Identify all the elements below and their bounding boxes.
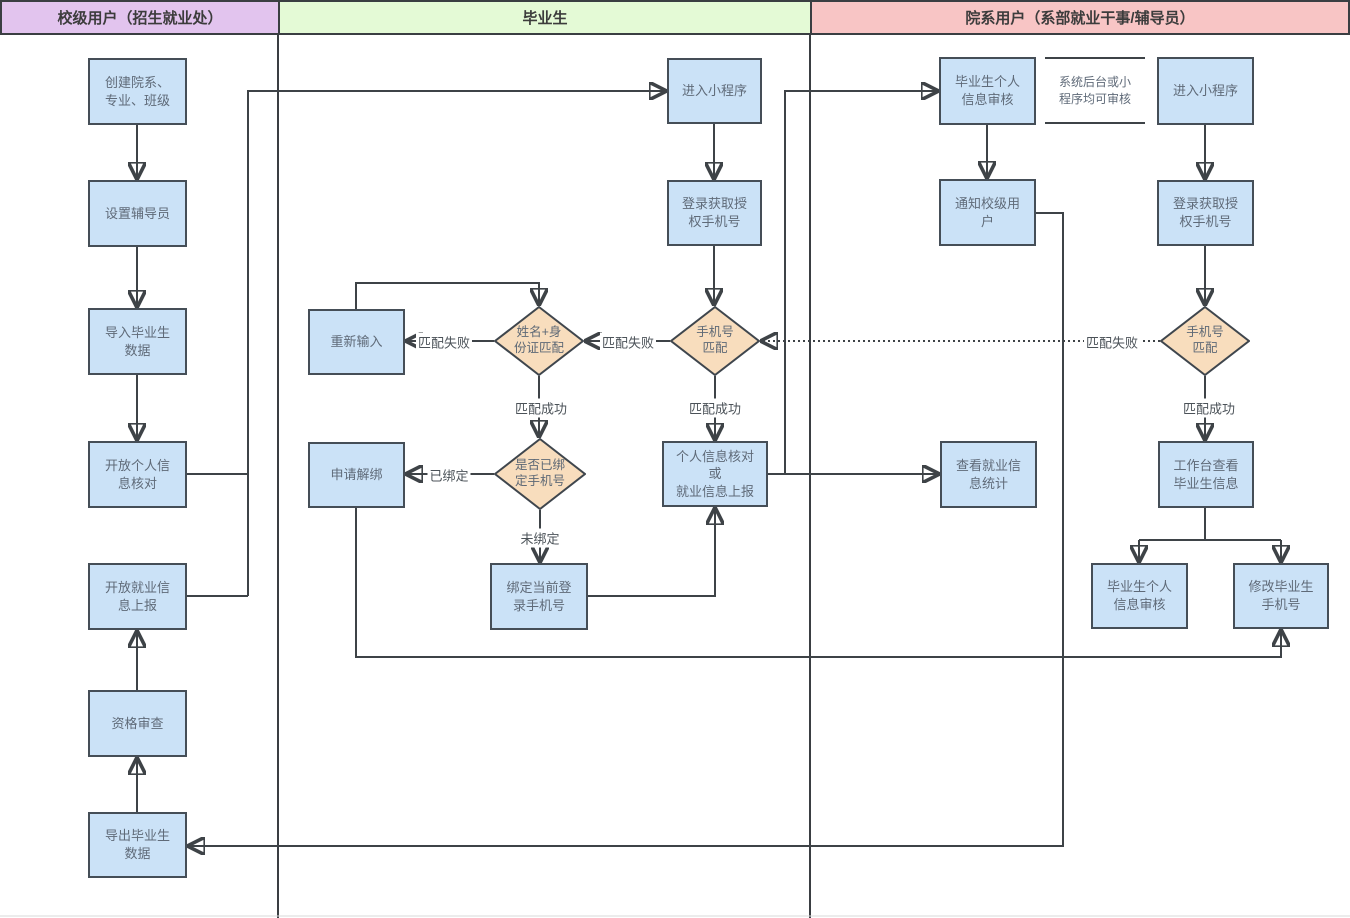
node-export-students-label: 导出毕业生 数据: [104, 828, 170, 861]
edge-label-phone-dept-fail: 匹配失败: [1083, 332, 1141, 352]
node-qualification-review: 资格审查: [88, 690, 187, 757]
node-phone-match-dept: 手机号 匹配: [1160, 306, 1250, 376]
node-info-check-or-report-label: 个人信息核对 或 就业信息上报: [675, 448, 754, 499]
node-workbench-view-label: 工作台查看 毕业生信息: [1173, 457, 1239, 491]
node-re-enter-label: 重新输入: [330, 334, 383, 350]
node-re-enter: 重新输入: [308, 309, 405, 375]
node-enter-mini-dept-label: 进入小程序: [1172, 83, 1238, 99]
node-open-job-report: 开放就业信 息上报: [88, 563, 187, 630]
edge-bindphone-to-infocheck: [588, 509, 715, 597]
node-phone-match-student: 手机号 匹配: [670, 306, 760, 376]
node-enter-mini-student: 进入小程序: [667, 58, 762, 124]
node-bind-phone-label: 绑定当前登 录手机号: [506, 579, 572, 613]
edge-unbind-to-modifyphone: [355, 508, 1281, 658]
node-student-audit-bottom-label: 毕业生个人 信息审核: [1106, 579, 1172, 612]
node-login-phone-student: 登录获取授 权手机号: [667, 180, 762, 246]
node-phone-match-dept-label: 手机号 匹配: [1186, 325, 1224, 355]
node-enter-mini-student-label: 进入小程序: [681, 83, 747, 99]
node-bind-phone: 绑定当前登 录手机号: [490, 563, 588, 630]
node-notify-school-user-label: 通知校级用 户: [954, 195, 1020, 229]
node-student-audit-bottom: 毕业生个人 信息审核: [1091, 563, 1188, 629]
edge-label-nameid-fail: 匹配失败: [415, 332, 473, 352]
lane-header-row: 校级用户（招生就业处） 毕业生 院系用户（系部就业干事/辅导员）: [0, 0, 1350, 35]
edge-label-phone-dept-success: 匹配成功: [1180, 398, 1238, 418]
node-student-audit-top: 毕业生个人 信息审核: [939, 57, 1036, 125]
node-open-job-report-label: 开放就业信 息上报: [104, 579, 170, 613]
lane-header-department: 院系用户（系部就业干事/辅导员）: [810, 0, 1350, 35]
node-name-id-match: 姓名+身 份证匹配: [494, 306, 584, 376]
note-audit-channels-text: 系统后台或小 程序均可审核: [1058, 74, 1131, 106]
edge-infocheck-to-audit-top: [784, 91, 937, 474]
node-info-check-or-report: 个人信息核对 或 就业信息上报: [662, 441, 768, 507]
node-open-info-check-label: 开放个人信 息核对: [104, 457, 170, 491]
node-login-phone-student-label: 登录获取授 权手机号: [681, 196, 747, 229]
diamond-shape: [494, 438, 586, 510]
edge-workbench-split: [1139, 508, 1281, 541]
diamond-shape: [1160, 306, 1250, 376]
node-export-students: 导出毕业生 数据: [88, 812, 187, 878]
edge-label-phone-student-fail: 匹配失败: [599, 332, 657, 352]
diamond-shape: [670, 306, 760, 376]
node-modify-phone-label: 修改毕业生 手机号: [1248, 579, 1314, 612]
note-audit-channels: 系统后台或小 程序均可审核: [1045, 57, 1145, 124]
edge-label-bound-no: 未绑定: [518, 528, 562, 548]
lane-title-school: 校级用户（招生就业处）: [57, 10, 223, 27]
lane-title-department: 院系用户（系部就业干事/辅导员）: [965, 10, 1195, 27]
node-bound-check: 是否已绑 定手机号: [494, 438, 586, 510]
node-import-students-label: 导入毕业生 数据: [104, 324, 170, 358]
node-login-phone-dept-label: 登录获取授 权手机号: [1172, 196, 1238, 229]
node-view-job-stats: 查看就业信 息统计: [940, 441, 1037, 508]
lane-header-school: 校级用户（招生就业处）: [0, 0, 278, 35]
edge-label-bound-yes: 已绑定: [427, 465, 471, 485]
node-name-id-match-label: 姓名+身 份证匹配: [513, 325, 564, 355]
node-view-job-stats-label: 查看就业信 息统计: [955, 457, 1021, 491]
node-open-info-check: 开放个人信 息核对: [88, 441, 187, 508]
edge-reenter-back-to-nameid: [355, 282, 539, 309]
node-notify-school-user: 通知校级用 户: [939, 179, 1036, 246]
node-set-counselor-label: 设置辅导员: [104, 205, 170, 221]
edge-join-to-mini-student: [247, 91, 665, 596]
node-qualification-review-label: 资格审查: [111, 715, 164, 731]
node-phone-match-student-label: 手机号 匹配: [696, 325, 734, 355]
node-set-counselor: 设置辅导员: [88, 180, 187, 247]
lane-header-graduate: 毕业生: [278, 0, 810, 35]
node-import-students: 导入毕业生 数据: [88, 308, 187, 375]
node-student-audit-top-label: 毕业生个人 信息审核: [954, 74, 1020, 107]
node-create-org-label: 创建院系、 专业、班级: [104, 74, 170, 108]
node-workbench-view: 工作台查看 毕业生信息: [1158, 441, 1254, 508]
node-apply-unbind-label: 申请解绑: [330, 467, 383, 483]
node-modify-phone: 修改毕业生 手机号: [1233, 563, 1329, 629]
node-create-org: 创建院系、 专业、班级: [88, 58, 187, 125]
diamond-shape: [494, 306, 584, 376]
edge-label-nameid-success: 匹配成功: [512, 398, 570, 418]
node-enter-mini-dept: 进入小程序: [1157, 57, 1254, 125]
lane-title-graduate: 毕业生: [522, 10, 568, 27]
edge-notify-to-export: [189, 212, 1064, 846]
node-apply-unbind: 申请解绑: [308, 442, 405, 508]
edge-label-phone-student-success: 匹配成功: [686, 398, 744, 418]
node-bound-check-label: 是否已绑 定手机号: [514, 458, 565, 488]
node-login-phone-dept: 登录获取授 权手机号: [1157, 180, 1254, 246]
